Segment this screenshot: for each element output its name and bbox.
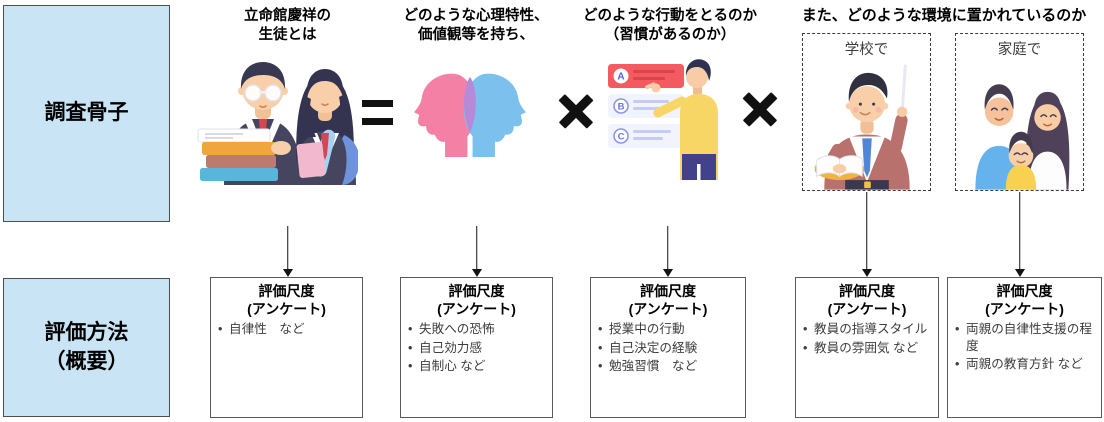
- checklist-card-a: A: [608, 64, 684, 88]
- eval-bullet-list: 授業中の行動 自己決定の経験 勉強習慣 など: [594, 321, 742, 375]
- header-students-line1: 立命館慶祥の: [244, 8, 331, 24]
- family-illustration: [974, 84, 1069, 190]
- eval-subtitle: (アンケート): [827, 300, 907, 317]
- down-arrow: [1014, 192, 1025, 277]
- students-illustration: [197, 62, 358, 185]
- multiply-icon: [742, 91, 778, 127]
- eval-bullet: 自己決定の経験: [594, 340, 742, 357]
- card-letter-a: A: [617, 72, 624, 83]
- home-label: 家庭で: [997, 42, 1042, 58]
- checklist-person-illustration: A B C: [608, 59, 718, 180]
- survey-framework-panel: 調査骨子: [3, 5, 170, 222]
- checklist-card-c: C: [608, 124, 684, 148]
- down-arrow: [861, 192, 872, 277]
- eval-bullet: 勉強習慣 など: [594, 358, 742, 375]
- eval-title: 評価尺度: [996, 283, 1053, 299]
- header-psychology: どのような心理特性、 価値観等を持ち、: [388, 7, 564, 44]
- mother-icon: [1025, 91, 1069, 190]
- header-psychology-line1: どのような心理特性、: [403, 8, 549, 24]
- eval-bullet-list: 失敗への恐怖 自己効力感 自制心 など: [404, 321, 549, 375]
- eval-bullet: 両親の教育方針 など: [951, 356, 1098, 373]
- header-students-line2: 生徒とは: [258, 26, 317, 43]
- header-students: 立命館慶祥の 生徒とは: [205, 7, 370, 44]
- girl-student-icon: [294, 69, 358, 185]
- header-behavior-line2: （習慣があるのか）: [604, 26, 736, 43]
- header-psychology-line2: 価値観等を持ち、: [418, 26, 534, 43]
- eval-bullet: 自律性 など: [214, 321, 359, 338]
- overlapping-minds-illustration: [414, 73, 526, 157]
- minds-overlap-shape: [464, 77, 476, 133]
- eval-title: 評価尺度: [839, 283, 895, 299]
- card-letter-b: B: [618, 102, 625, 113]
- eval-bullet: 授業中の行動: [594, 321, 742, 338]
- down-arrow: [282, 226, 293, 277]
- boy-student-icon: [197, 62, 302, 185]
- down-arrow: [662, 226, 673, 277]
- child-icon: [1005, 131, 1036, 190]
- header-behavior: どのような行動をとるのか （習慣があるのか）: [578, 7, 762, 44]
- eval-box-behavior: 評価尺度 (アンケート) 授業中の行動 自己決定の経験 勉強習慣 など: [590, 277, 746, 418]
- survey-framework-label: 調査骨子: [44, 101, 129, 125]
- evaluation-method-label-line1: 評価方法: [44, 321, 129, 345]
- eval-bullet: 教員の指導スタイル: [799, 321, 935, 338]
- card-letter-c: C: [618, 132, 625, 143]
- eval-bullet: 両親の自律性支援の程度: [951, 321, 1098, 354]
- eval-bullet-list: 自律性 など: [214, 321, 359, 338]
- down-arrow: [471, 226, 482, 277]
- eval-subtitle: (アンケート): [985, 300, 1064, 317]
- pointing-person-icon: [645, 59, 718, 180]
- evaluation-method-panel: 評価方法 （概要）: [3, 278, 170, 417]
- eval-bullet-list: 教員の指導スタイル 教員の雰囲気 など: [799, 321, 935, 356]
- eval-subtitle: (アンケート): [247, 300, 326, 317]
- school-environment-box: 学校で: [802, 33, 931, 191]
- eval-title: 評価尺度: [640, 283, 696, 299]
- header-behavior-line1: どのような行動をとるのか: [583, 8, 757, 24]
- home-environment-box: 家庭で: [955, 33, 1084, 191]
- equals-icon: [362, 100, 393, 125]
- eval-subtitle: (アンケート): [437, 300, 516, 317]
- eval-bullet: 教員の雰囲気 など: [799, 340, 935, 357]
- book-stack-icon: [197, 128, 278, 181]
- eval-subtitle: (アンケート): [628, 300, 708, 317]
- eval-box-students: 評価尺度 (アンケート) 自律性 など: [210, 277, 363, 418]
- eval-box-psychology: 評価尺度 (アンケート) 失敗への恐怖 自己効力感 自制心 など: [400, 277, 553, 418]
- teacher-illustration: [814, 64, 910, 190]
- eval-box-home: 評価尺度 (アンケート) 両親の自律性支援の程度 両親の教育方針 など: [947, 277, 1102, 418]
- multiply-icon: [558, 93, 594, 129]
- eval-bullet: 自己効力感: [404, 340, 549, 357]
- eval-box-school: 評価尺度 (アンケート) 教員の指導スタイル 教員の雰囲気 など: [795, 277, 939, 418]
- eval-title: 評価尺度: [258, 283, 315, 299]
- eval-bullet-list: 両親の自律性支援の程度 両親の教育方針 など: [951, 321, 1098, 373]
- school-label: 学校で: [844, 42, 889, 58]
- evaluation-method-label-line2: （概要）: [44, 349, 129, 373]
- eval-bullet: 自制心 など: [404, 358, 549, 375]
- eval-title: 評価尺度: [448, 283, 505, 299]
- eval-bullet: 失敗への恐怖: [404, 321, 549, 338]
- environment-header: また、どのような環境に置かれているのか: [801, 7, 1087, 24]
